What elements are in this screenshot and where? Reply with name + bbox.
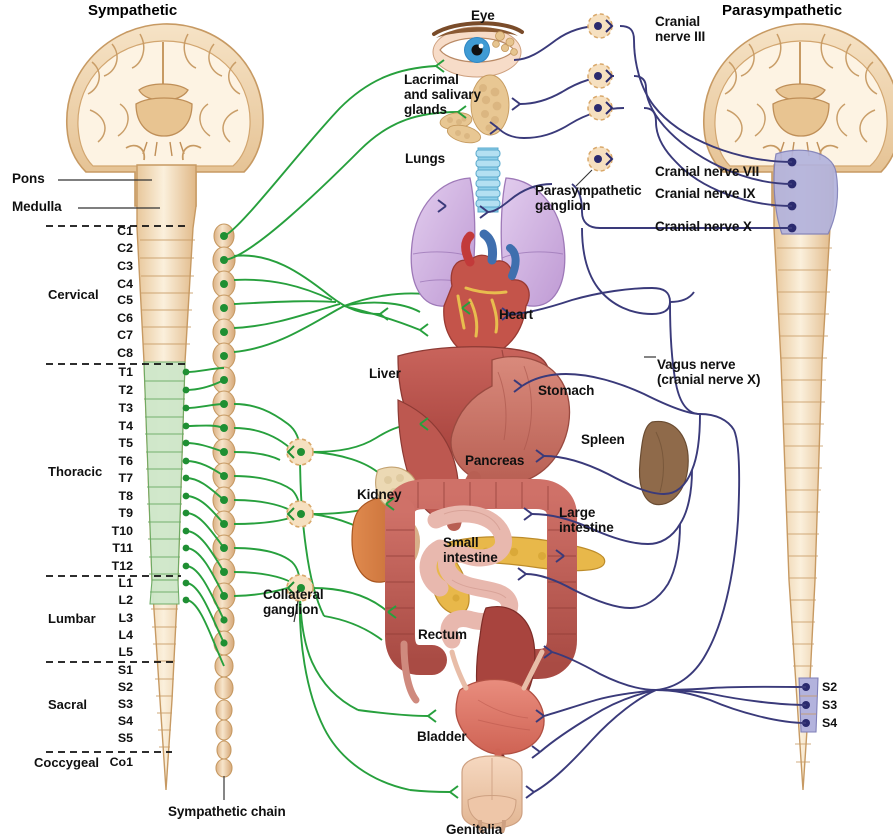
large-intestine-label: Large intestine bbox=[559, 505, 614, 536]
bladder-label: Bladder bbox=[417, 729, 467, 744]
cranial-nerve-IX-label: Cranial nerve IX bbox=[655, 186, 756, 201]
spinal-segment-s2: S2 bbox=[117, 680, 133, 694]
right-panel-title: Parasympathetic bbox=[722, 2, 843, 19]
sympathetic-spinal-cord bbox=[136, 164, 197, 791]
small-intestine-illustration bbox=[419, 505, 519, 649]
sacral-outflow-s3: S3 bbox=[822, 698, 838, 712]
pons-label: Pons bbox=[12, 171, 45, 186]
region-sacral: Sacral bbox=[48, 697, 88, 712]
medulla-label: Medulla bbox=[12, 199, 62, 214]
spinal-segment-c2: C2 bbox=[117, 241, 133, 255]
sympathetic-preganglionic-dots bbox=[182, 232, 228, 647]
cranial-nerve-VII-label: Cranial nerve VII bbox=[655, 164, 760, 179]
salivary-glands-illustration bbox=[439, 74, 510, 144]
spinal-segment-c5: C5 bbox=[117, 293, 133, 307]
spinal-segment-c6: C6 bbox=[117, 311, 133, 325]
liver-label: Liver bbox=[369, 366, 401, 381]
rectum-label: Rectum bbox=[418, 627, 467, 642]
eye-illustration bbox=[432, 21, 524, 78]
eye-label: Eye bbox=[471, 8, 495, 23]
region-divider-lines bbox=[46, 225, 188, 753]
spinal-segment-c3: C3 bbox=[117, 259, 133, 273]
spinal-segment-s5: S5 bbox=[117, 731, 133, 745]
spinal-segment-l5: L5 bbox=[118, 645, 133, 659]
postganglionic-arrow-terminals bbox=[437, 97, 565, 799]
label-leader-lines bbox=[58, 179, 656, 358]
parasympathetic-ganglion-icons bbox=[575, 13, 614, 187]
spinal-segment-t1: T1 bbox=[118, 365, 133, 379]
region-lumbar: Lumbar bbox=[48, 611, 96, 626]
small-intestine-label: Small intestine bbox=[443, 535, 498, 566]
genitalia-illustration bbox=[461, 755, 523, 833]
spinal-segment-t10: T10 bbox=[111, 524, 133, 538]
spinal-segment-t11: T11 bbox=[112, 541, 133, 555]
collateral-ganglion-icons bbox=[286, 438, 314, 623]
parasympathetic-nerve-paths bbox=[487, 25, 807, 793]
spinal-segment-s4: S4 bbox=[117, 714, 133, 728]
spleen-illustration bbox=[638, 420, 689, 506]
parasympathetic-spinal-cord bbox=[773, 149, 839, 791]
left-panel-title: Sympathetic bbox=[88, 2, 178, 19]
spinal-segment-s1: S1 bbox=[117, 663, 133, 677]
kidney-label: Kidney bbox=[357, 487, 402, 502]
sympathetic-brain-illustration bbox=[66, 23, 264, 207]
lacrimal-salivary-label: Lacrimal and salivary glands bbox=[404, 72, 481, 118]
parasympathetic-ganglion-label: Parasympathetic ganglion bbox=[535, 183, 642, 214]
spinal-segment-c7: C7 bbox=[117, 328, 133, 342]
spinal-segment-t9: T9 bbox=[118, 506, 133, 520]
sympathetic-arrow-terminals bbox=[379, 59, 471, 799]
spinal-segment-t4: T4 bbox=[118, 419, 133, 433]
spinal-segment-t12: T12 bbox=[111, 559, 133, 573]
spleen-label: Spleen bbox=[581, 432, 625, 447]
spinal-segment-co1: Co1 bbox=[109, 755, 133, 769]
spinal-segment-c4: C4 bbox=[117, 277, 133, 291]
genitalia-label: Genitalia bbox=[446, 822, 503, 837]
spinal-segment-l1: L1 bbox=[118, 576, 133, 590]
cranial-nerve-X-label: Cranial nerve X bbox=[655, 219, 752, 234]
spinal-segment-l2: L2 bbox=[118, 593, 133, 607]
spinal-segment-t7: T7 bbox=[118, 471, 133, 485]
cranial-nerve-III-label: Cranial nerve III bbox=[655, 14, 706, 45]
heart-illustration bbox=[443, 229, 530, 357]
parasympathetic-brain-illustration bbox=[703, 23, 893, 207]
spinal-segment-s3: S3 bbox=[117, 697, 133, 711]
sympathetic-chain-label: Sympathetic chain bbox=[168, 804, 286, 819]
stomach-label: Stomach bbox=[538, 383, 595, 398]
spinal-segment-t8: T8 bbox=[118, 489, 133, 503]
sacral-outflow-s2: S2 bbox=[822, 680, 838, 694]
spinal-segment-l3: L3 bbox=[118, 611, 133, 625]
heart-label: Heart bbox=[499, 307, 534, 322]
spinal-segment-t3: T3 bbox=[118, 401, 133, 415]
pancreas-label: Pancreas bbox=[465, 453, 525, 468]
spinal-segment-c1: C1 bbox=[117, 224, 133, 238]
spinal-segment-l4: L4 bbox=[118, 628, 133, 642]
spinal-segment-t6: T6 bbox=[118, 454, 133, 468]
lungs-label: Lungs bbox=[405, 151, 445, 166]
spinal-segment-t5: T5 bbox=[118, 436, 133, 450]
large-intestine-illustration bbox=[385, 479, 577, 704]
region-cervical: Cervical bbox=[48, 287, 99, 302]
vagus-nerve-label: Vagus nerve (cranial nerve X) bbox=[657, 357, 761, 388]
region-thoracic: Thoracic bbox=[48, 464, 103, 479]
sacral-outflow-s4: S4 bbox=[822, 716, 838, 730]
spinal-segment-t2: T2 bbox=[118, 383, 133, 397]
spinal-segment-c8: C8 bbox=[117, 346, 133, 360]
region-coccygeal: Coccygeal bbox=[34, 755, 100, 770]
collateral-ganglion-label: Collateral ganglion bbox=[263, 587, 324, 618]
